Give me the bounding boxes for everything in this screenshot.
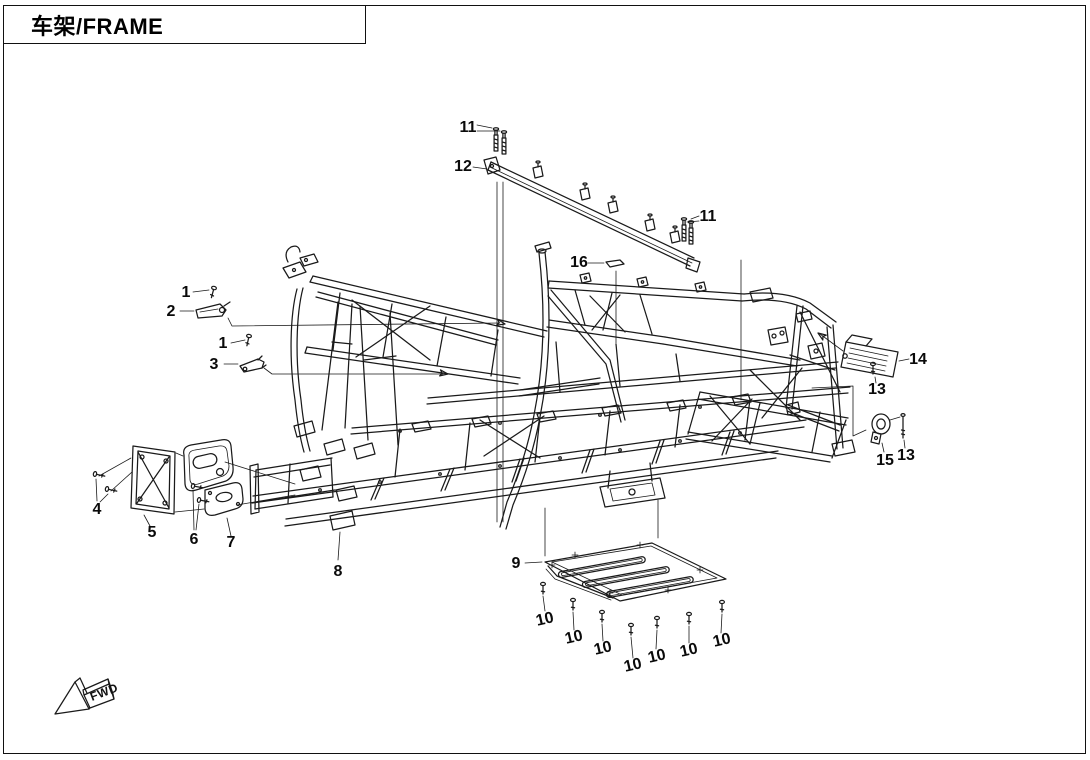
- callout-3: 3: [209, 356, 219, 373]
- bolts-13: [869, 361, 906, 449]
- callout-13: 13: [897, 447, 915, 464]
- callout-5: 5: [147, 524, 157, 541]
- callout-11: 11: [699, 208, 717, 225]
- part-14-bracket: [815, 329, 910, 378]
- callout-16: 16: [570, 254, 588, 271]
- title-box: 车架/FRAME: [3, 5, 366, 44]
- callout-2: 2: [166, 303, 176, 320]
- callout-7: 7: [226, 534, 236, 551]
- part-2-bracket: [179, 301, 507, 328]
- bolts-6: [190, 482, 210, 531]
- callout-10: 10: [678, 640, 700, 661]
- part-9-skid-plate: [524, 499, 727, 602]
- callout-10: 10: [711, 630, 733, 651]
- part-12-rack-rail: [483, 156, 742, 523]
- callout-4: 4: [92, 501, 102, 518]
- callout-11: 11: [459, 119, 477, 136]
- bolts-11: [472, 124, 700, 245]
- bolts-4: [92, 457, 133, 503]
- callout-6: 6: [189, 531, 199, 548]
- page-title: 车架/FRAME: [31, 13, 164, 39]
- callout-1: 1: [181, 284, 191, 301]
- part-16-shim: [587, 259, 625, 344]
- callout-9: 9: [511, 555, 521, 572]
- callout-10: 10: [622, 655, 644, 676]
- part-3-bracket: [223, 355, 450, 378]
- callout-15: 15: [876, 452, 894, 469]
- callout-10: 10: [534, 609, 556, 630]
- callout-13: 13: [868, 381, 886, 398]
- callout-8: 8: [333, 563, 343, 580]
- callout-10: 10: [563, 627, 585, 648]
- page-border: [3, 5, 1086, 754]
- callout-14: 14: [909, 351, 927, 368]
- callout-10: 10: [592, 638, 614, 659]
- callout-12: 12: [454, 158, 472, 175]
- part-15-clamp: [811, 385, 901, 453]
- callout-1: 1: [218, 335, 228, 352]
- bolts-10: [539, 581, 726, 659]
- part-5-plate: [130, 445, 205, 527]
- main-frame: [249, 241, 856, 561]
- bolts-1: [192, 285, 253, 347]
- callout-10: 10: [646, 646, 668, 667]
